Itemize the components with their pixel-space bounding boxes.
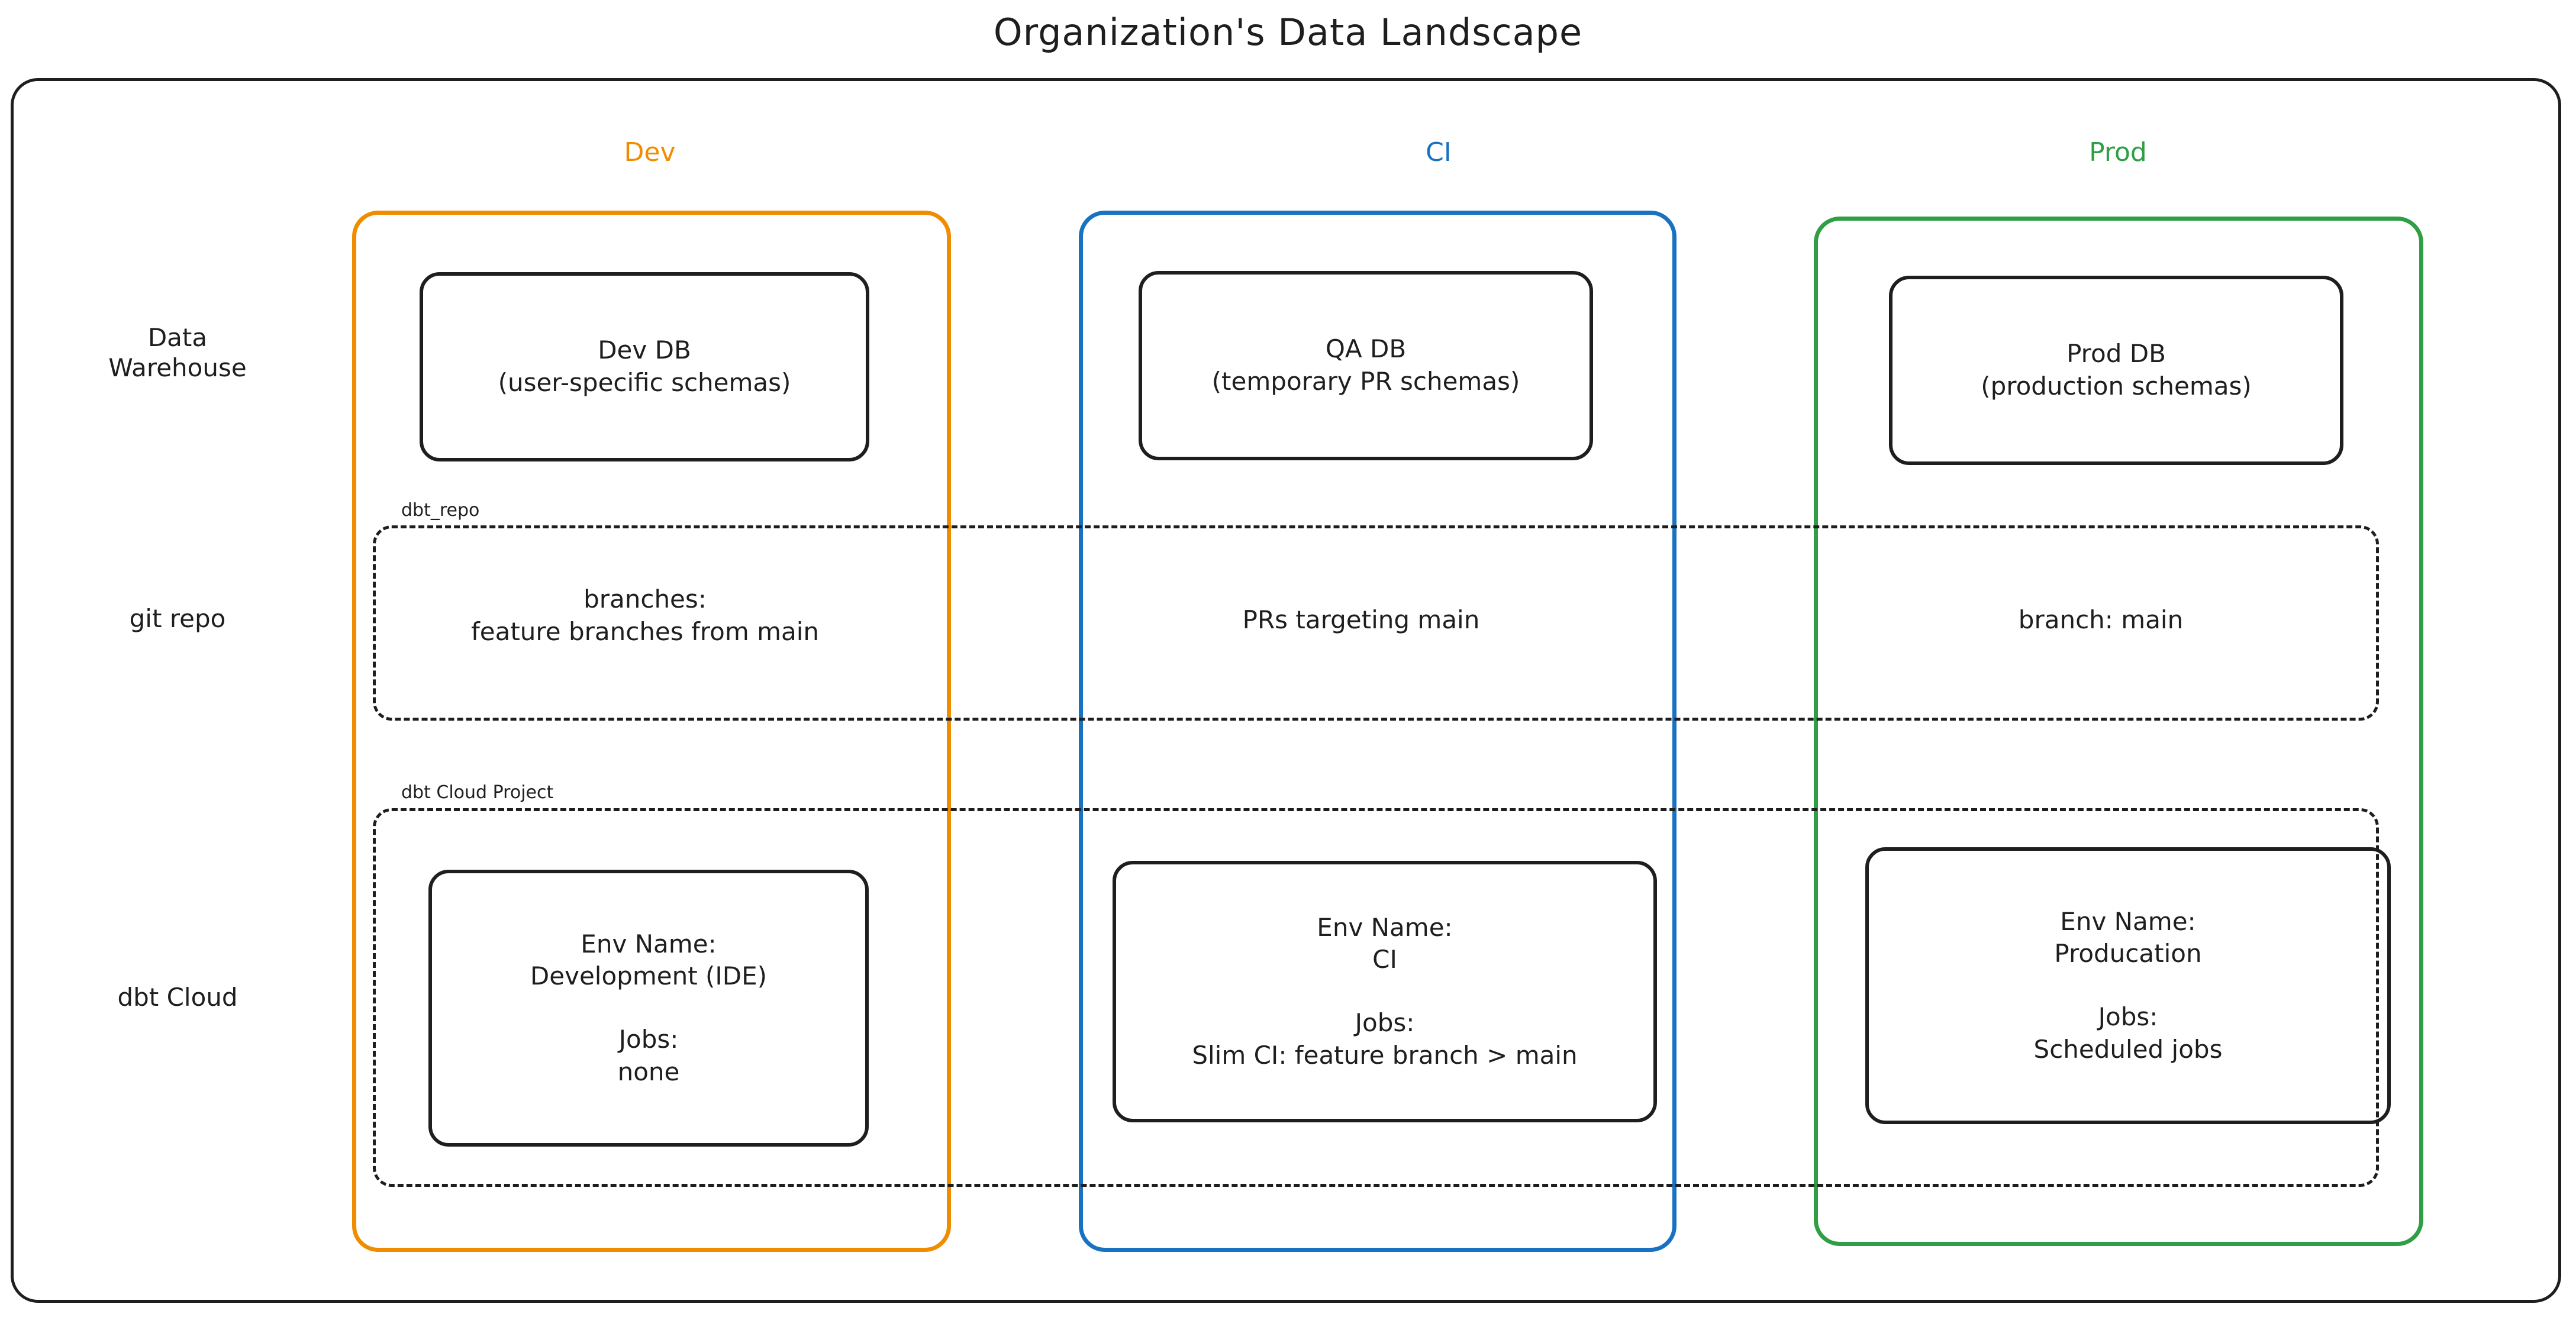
dbt-ci-env-value: CI bbox=[1372, 945, 1397, 974]
row-label-line-2: Warehouse bbox=[108, 353, 247, 383]
page-title: Organization's Data Landscape bbox=[993, 11, 1583, 54]
dashed-group-dbt-cloud-project bbox=[373, 808, 2379, 1187]
dbt-prod-jobs-value: Scheduled jobs bbox=[2033, 1034, 2223, 1064]
git-repo-dev-line-1: branches: bbox=[583, 585, 707, 614]
dashed-group-dbt-repo bbox=[373, 525, 2379, 721]
dbt-ci-jobs-label: Jobs: bbox=[1355, 1008, 1415, 1037]
node-card-dbt-cloud-prod: Env Name: Producation Jobs: Scheduled jo… bbox=[1865, 847, 2391, 1124]
row-label-dbt-cloud: dbt Cloud bbox=[117, 983, 238, 1012]
dbt-prod-jobs-label: Jobs: bbox=[2098, 1002, 2158, 1031]
node-card-prod-db: Prod DB (production schemas) bbox=[1889, 276, 2343, 465]
column-header-prod: Prod bbox=[2089, 137, 2147, 167]
env-column-prod bbox=[1814, 217, 2423, 1246]
row-label-data-warehouse: Data Warehouse bbox=[36, 322, 320, 383]
node-card-dev-db: Dev DB (user-specific schemas) bbox=[420, 272, 869, 461]
git-repo-dev-text: branches: feature branches from main bbox=[379, 583, 911, 648]
row-label-line-1: Data bbox=[147, 323, 208, 352]
prod-db-subtitle: (production schemas) bbox=[1981, 372, 2252, 401]
dbt-dev-env-label: Env Name: bbox=[581, 929, 717, 958]
dbt-ci-env-label: Env Name: bbox=[1317, 912, 1453, 942]
dashed-group-label-dbt-repo: dbt_repo bbox=[395, 500, 486, 521]
git-repo-dev-line-2: feature branches from main bbox=[470, 617, 820, 647]
node-card-dbt-cloud-ci: Env Name: CI Jobs: Slim CI: feature bran… bbox=[1113, 861, 1657, 1122]
env-column-ci bbox=[1079, 211, 1677, 1252]
dev-db-title: Dev DB bbox=[598, 335, 691, 365]
qa-db-subtitle: (temporary PR schemas) bbox=[1211, 367, 1520, 396]
dbt-dev-jobs-label: Jobs: bbox=[618, 1025, 679, 1054]
dbt-prod-env-value: Producation bbox=[2054, 939, 2202, 969]
dbt-ci-jobs-value: Slim CI: feature branch > main bbox=[1192, 1040, 1578, 1070]
dbt-dev-env-value: Development (IDE) bbox=[530, 961, 768, 991]
outer-frame bbox=[11, 78, 2561, 1303]
column-header-ci: CI bbox=[1426, 137, 1452, 167]
prod-db-title: Prod DB bbox=[2066, 339, 2166, 369]
env-column-dev bbox=[352, 211, 951, 1252]
column-header-dev: Dev bbox=[624, 137, 676, 167]
git-repo-ci-text: PRs targeting main bbox=[1242, 605, 1480, 634]
node-card-qa-db: QA DB (temporary PR schemas) bbox=[1139, 271, 1593, 460]
qa-db-title: QA DB bbox=[1325, 334, 1407, 364]
row-label-git-repo: git repo bbox=[129, 604, 226, 633]
git-repo-prod-text: branch: main bbox=[2018, 605, 2184, 634]
dashed-group-label-dbt-cloud-project: dbt Cloud Project bbox=[395, 782, 560, 803]
dbt-prod-env-label: Env Name: bbox=[2060, 906, 2196, 936]
node-card-dbt-cloud-dev: Env Name: Development (IDE) Jobs: none bbox=[428, 870, 869, 1147]
dev-db-subtitle: (user-specific schemas) bbox=[498, 368, 791, 397]
dbt-dev-jobs-value: none bbox=[617, 1057, 680, 1086]
